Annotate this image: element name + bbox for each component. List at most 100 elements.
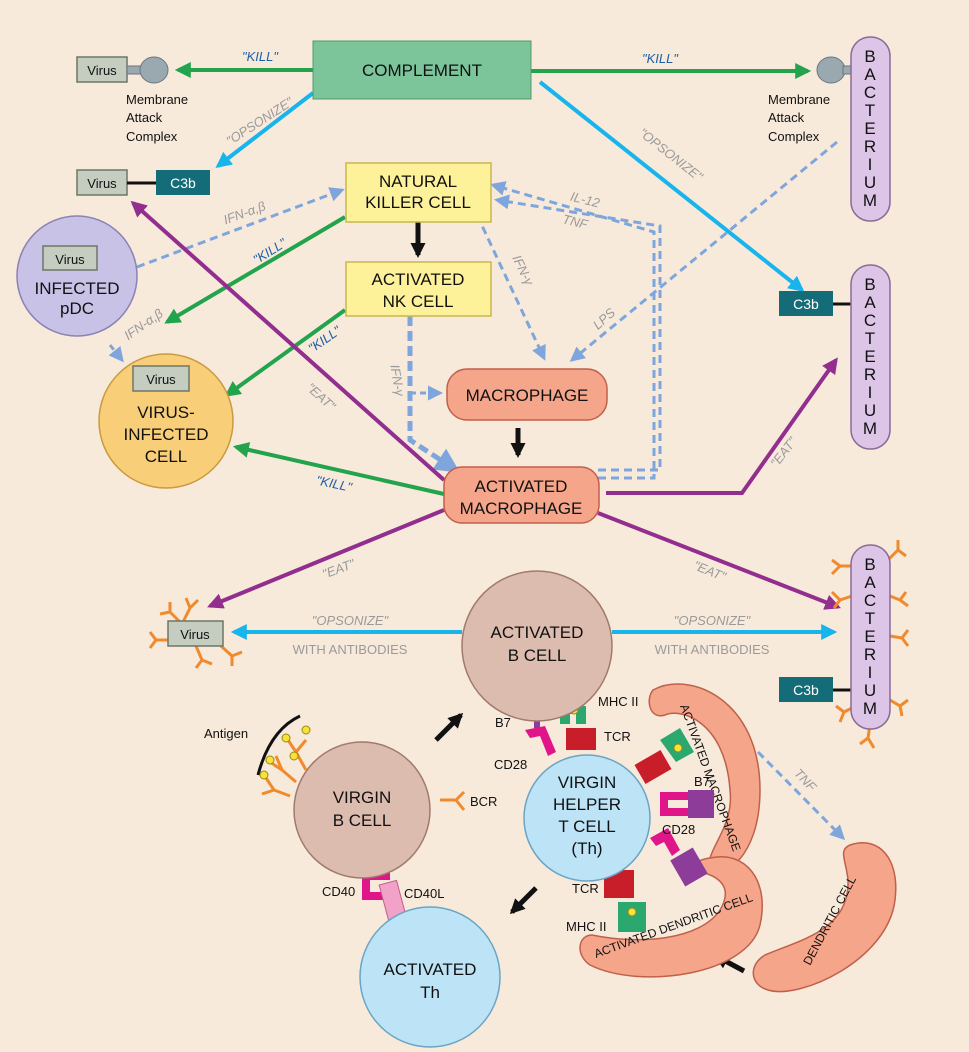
pdc-virus-label: Virus (55, 252, 85, 267)
bcr-label: BCR (470, 794, 497, 809)
ifn-g-nk-to-macrophage-arrow (475, 214, 546, 361)
opsonize-label-bacterium: "OPSONIZE" (636, 125, 707, 185)
activated-th-label-2: Th (420, 983, 440, 1002)
virgin-helper-t-cell: VIRGIN HELPER T CELL (Th) (523, 754, 651, 882)
antibody-icon (148, 597, 243, 669)
macrophage-kill-arrow (232, 442, 445, 496)
infected-cell-label-3: CELL (145, 447, 188, 466)
nk-label-2: KILLER CELL (365, 193, 471, 212)
eat-bacterium-c3b-arrow (606, 357, 838, 495)
virus-label: Virus (87, 63, 117, 78)
infected-cell-label-2: INFECTED (124, 425, 209, 444)
pdc-label-1: INFECTED (35, 279, 120, 298)
mhc2-label-dendritic: MHC II (566, 919, 606, 934)
activated-th-cell: ACTIVATED Th (359, 906, 501, 1048)
ifn-g-label-activated-nk: IFN-γ (387, 363, 408, 398)
activated-nk-box: ACTIVATED NK CELL (345, 261, 492, 317)
kill-label-activated-nk: "KILL" (305, 322, 344, 356)
bacterium-c3b-label: C3b (793, 296, 819, 312)
complement-opsonize-virus-arrow (215, 91, 315, 168)
kill-label-virus: "KILL" (242, 49, 279, 64)
virgin-b-cell: VIRGIN B CELL (293, 741, 431, 879)
with-antibodies-label-bacterium: WITH ANTIBODIES (655, 642, 770, 657)
cd28-receptor-macrophage (660, 792, 688, 816)
kill-label-macrophage: "KILL" (315, 473, 355, 495)
activated-macrophage-label-1: ACTIVATED (475, 477, 568, 496)
b7-label-macrophage: B7 (694, 774, 710, 789)
mac-label-left-3: Complex (126, 129, 178, 144)
eat-label-virus-c3b: "EAT" (304, 380, 340, 415)
with-antibodies-label-virus: WITH ANTIBODIES (293, 642, 408, 657)
activated-macrophage-box: ACTIVATED MACROPHAGE (443, 466, 600, 524)
tnf-label: TNF (561, 211, 590, 232)
mac-label-left-1: Membrane (126, 92, 188, 107)
mhc2-label-b: MHC II (598, 694, 638, 709)
eat-opsonized-bacterium-arrow (597, 511, 841, 610)
membrane-attack-complex-icon (816, 56, 846, 84)
bottom-bacterium-c3b-label: C3b (793, 682, 819, 698)
virgin-b-label-1: VIRGIN (333, 788, 392, 807)
lps-to-macrophage-arrow (569, 140, 838, 362)
ifn-ab-label-2: IFN-α,β (121, 305, 166, 343)
opsonize-label-antibody-bacterium: "OPSONIZE" (674, 613, 752, 628)
opsonized-virus: Virus (148, 597, 243, 669)
dendritic-cell-shape (752, 842, 897, 993)
pdc-label-2: pDC (60, 299, 94, 318)
th-activation-arrow (509, 886, 538, 915)
opsonized-virus-label: Virus (180, 627, 210, 642)
activated-nk-label-1: ACTIVATED (372, 270, 465, 289)
lps-label: LPS (590, 305, 619, 333)
activated-nk-label-2: NK CELL (383, 292, 454, 311)
mac-label-right-1: Membrane (768, 92, 830, 107)
macrophage-label: MACROPHAGE (466, 386, 589, 405)
activated-b-label-2: B CELL (508, 646, 567, 665)
nk-kill-arrow (164, 215, 347, 324)
infected-cell-virus-label: Virus (146, 372, 176, 387)
activated-dendritic-arc (579, 856, 763, 978)
virus-infected-cell: Virus VIRUS- INFECTED CELL (98, 353, 234, 489)
cd28-label-b: CD28 (494, 757, 527, 772)
b7-label-b: B7 (495, 715, 511, 730)
virgin-th-label-4: (Th) (571, 839, 602, 858)
bcr-antibodies (261, 739, 466, 811)
cd28-receptor-dendritic (650, 828, 680, 856)
il12-label: IL-12 (569, 189, 602, 211)
virus-c3b: Virus C3b (76, 169, 210, 196)
tcr-receptor (566, 728, 596, 750)
infected-cell-label-1: VIRUS- (137, 403, 195, 422)
ifn-ab-to-nk-arrow (136, 187, 345, 269)
ifn-ab-to-infected-cell-arrow (108, 344, 124, 363)
virgin-th-label-2: HELPER (553, 795, 621, 814)
tcr-receptor-macrophage (634, 749, 672, 785)
nk-cell-box: NATURAL KILLER CELL (345, 162, 492, 223)
cd28-label-macrophage: CD28 (662, 822, 695, 837)
virgin-th-label-3: T CELL (558, 817, 615, 836)
b7-receptor-dendritic (670, 847, 708, 887)
eat-opsonized-virus-arrow (207, 508, 445, 609)
cd40-label: CD40 (322, 884, 355, 899)
virgin-th-label-1: VIRGIN (558, 773, 617, 792)
kill-label-bacterium: "KILL" (642, 51, 679, 66)
cd40l-label: CD40L (404, 886, 444, 901)
il12-tnf-feedback-arrow (490, 181, 656, 480)
activated-macrophage-label-2: MACROPHAGE (460, 499, 583, 518)
antigen-label: Antigen (204, 726, 248, 741)
virgin-b-label-2: B CELL (333, 811, 392, 830)
opsonize-label-virus: "OPSONIZE" (223, 93, 296, 148)
tnf-to-dendritic-arrow (756, 750, 846, 841)
membrane-attack-complex-icon (139, 56, 169, 84)
receptor-complexes (518, 705, 714, 932)
virus-c3b-label: C3b (170, 175, 196, 191)
tcr-label-dendritic: TCR (572, 881, 599, 896)
antigen-arc (256, 714, 301, 776)
cd28-receptor (525, 726, 556, 756)
activated-b-cell: ACTIVATED B CELL (461, 570, 613, 722)
complement-box: COMPLEMENT (312, 40, 532, 100)
